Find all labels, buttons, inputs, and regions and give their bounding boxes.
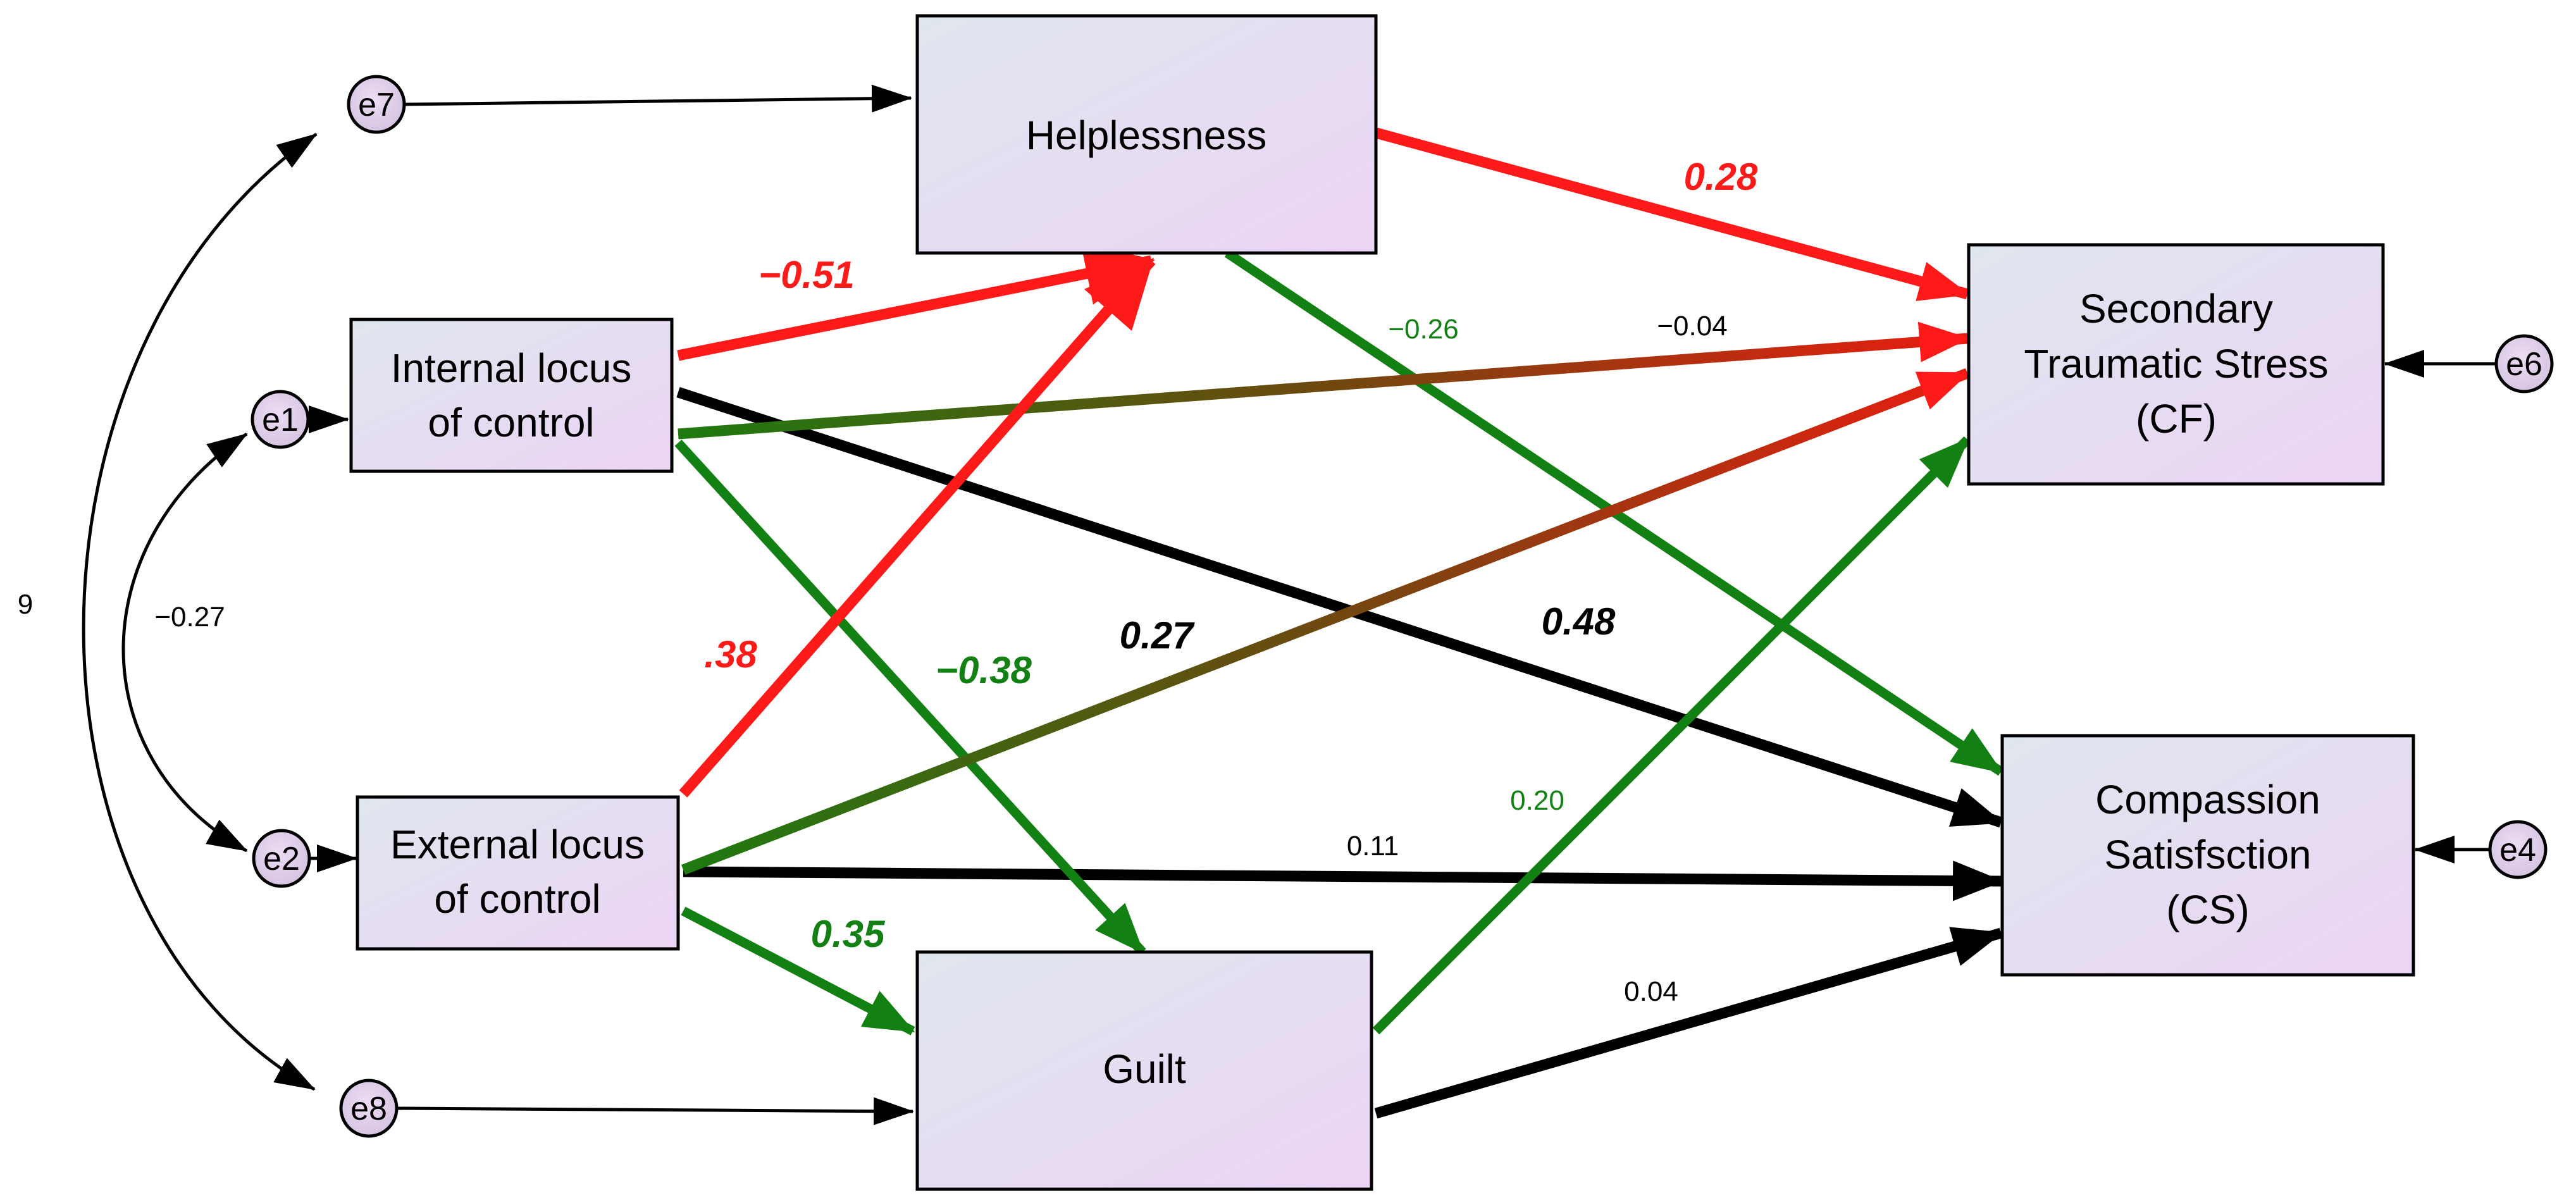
label-cs-line3: (CS): [2166, 887, 2250, 932]
label-cs-line2: Satisfsction: [2104, 832, 2311, 877]
error-e6: e6: [2494, 334, 2554, 393]
coef-external-guilt: 0.35: [811, 913, 886, 955]
error-arrow-e7: [404, 84, 912, 113]
label-guilt: Guilt: [1103, 1046, 1186, 1092]
path-external-helplessness: [679, 257, 1156, 798]
coef-internal-cs: 0.48: [1542, 600, 1616, 643]
coef-helplessness-sts: 0.28: [1684, 156, 1758, 198]
path-internal-cs: [676, 387, 2003, 828]
label-sts-line1: Secondary: [2079, 286, 2273, 331]
svg-text:e1: e1: [262, 402, 299, 438]
path-internal-helplessness: [677, 242, 1155, 361]
coef-internal-sts: −0.04: [1657, 311, 1727, 342]
coef-covariance-e7-e8: 9: [18, 589, 33, 620]
coef-external-sts: 0.27: [1120, 614, 1195, 657]
covariance-e1-e2: [121, 432, 248, 853]
svg-text:e7: e7: [358, 87, 395, 123]
error-e8: e8: [339, 1079, 399, 1138]
path-external-cs: [683, 860, 2003, 901]
error-e4: e4: [2488, 820, 2548, 879]
label-sts-line3: (CF): [2136, 396, 2217, 442]
box-external-locus: External locus of control: [356, 795, 680, 951]
covariance-e7-e8: [82, 132, 318, 1091]
label-sts-line2: Traumatic Stress: [2024, 341, 2328, 387]
path-internal-sts: [678, 321, 1970, 440]
svg-text:e6: e6: [2506, 346, 2542, 383]
box-compassion-satisfaction: Compassion Satisfsction (CS): [2000, 734, 2415, 977]
path-guilt-cs: [1374, 927, 2003, 1119]
svg-text:e8: e8: [350, 1091, 387, 1127]
label-cs-line1: Compassion: [2095, 777, 2320, 822]
box-helplessness: Helplessness: [915, 14, 1378, 255]
box-guilt: Guilt: [915, 950, 1373, 1191]
path-external-sts: [681, 368, 1970, 875]
path-guilt-sts: [1372, 436, 1971, 1035]
coef-external-helplessness: .38: [704, 633, 757, 676]
coef-internal-helplessness: −0.51: [759, 254, 855, 296]
coef-guilt-sts: 0.20: [1510, 785, 1564, 816]
error-e2: e2: [252, 829, 311, 888]
label-external-line1: External locus: [390, 822, 645, 867]
coef-external-cs: 0.11: [1347, 831, 1399, 862]
coef-covariance-e1-e2: −0.27: [154, 602, 225, 633]
label-internal-line1: Internal locus: [391, 345, 632, 391]
coef-guilt-cs: 0.04: [1624, 976, 1678, 1007]
svg-text:e4: e4: [2499, 832, 2536, 869]
path-helplessness-sts: [1374, 127, 1970, 301]
error-arrow-e8: [395, 1097, 914, 1125]
box-internal-locus: Internal locus of control: [349, 318, 674, 473]
coef-helplessness-cs: −0.26: [1388, 314, 1458, 345]
path-external-guilt: [681, 906, 915, 1036]
label-helplessness: Helplessness: [1026, 113, 1267, 158]
box-secondary-traumatic-stress: Secondary Traumatic Stress (CF): [1967, 243, 2385, 486]
error-e1: e1: [251, 390, 310, 449]
label-external-line2: of control: [434, 876, 600, 922]
error-e7: e7: [347, 75, 406, 134]
coef-internal-guilt: −0.38: [936, 649, 1032, 691]
path-internal-guilt: [674, 439, 1146, 956]
label-internal-line2: of control: [428, 400, 594, 445]
svg-text:e2: e2: [263, 841, 300, 877]
